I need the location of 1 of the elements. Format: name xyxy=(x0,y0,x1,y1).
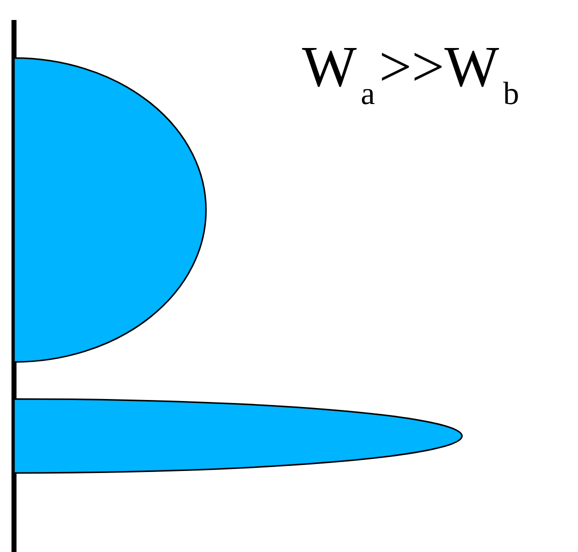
equation-text: W$_{a}$>>W$_{b}$ xyxy=(302,38,520,109)
